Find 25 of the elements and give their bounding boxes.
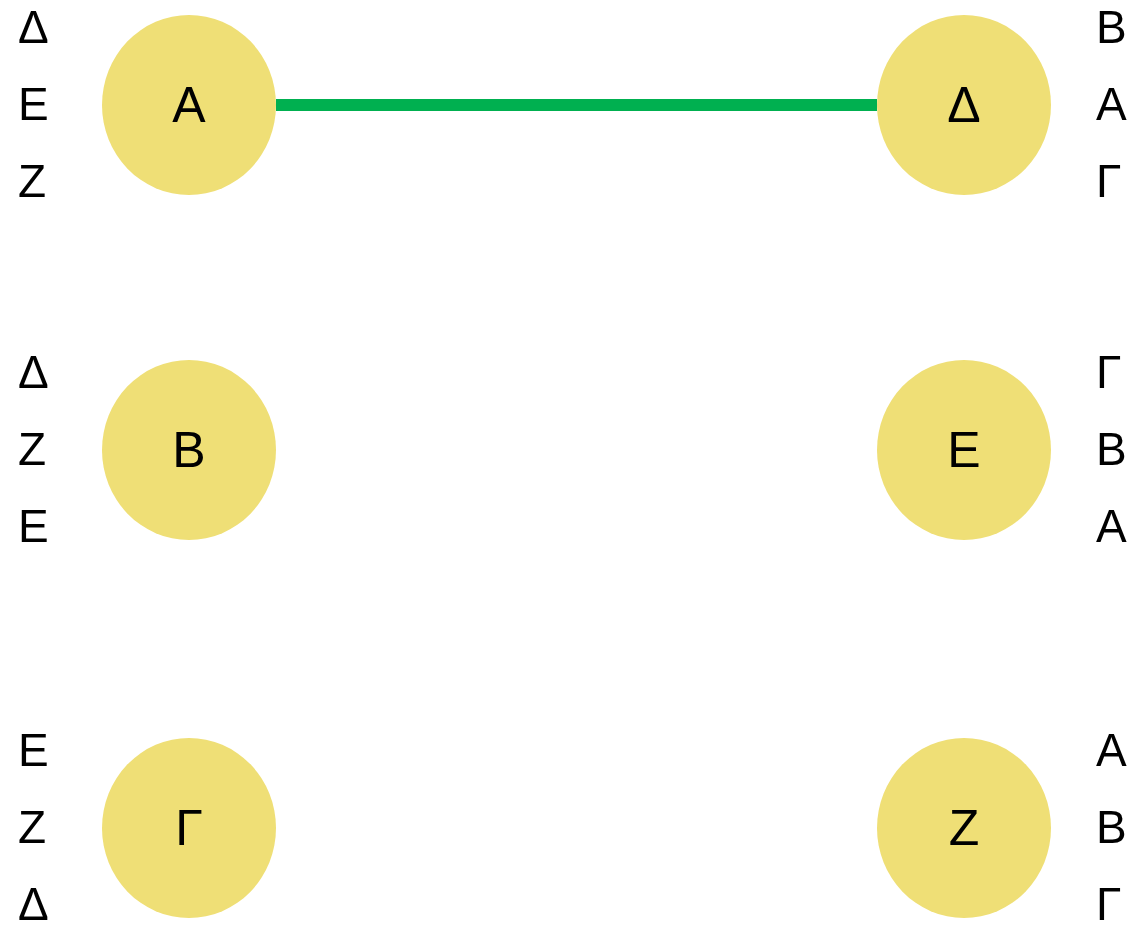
preference-label: Ε [18, 81, 49, 127]
preference-label: Β [1096, 804, 1127, 850]
preference-label: Δ [18, 4, 49, 50]
node-label: Ε [947, 425, 981, 475]
preference-label: Β [1096, 426, 1127, 472]
preference-label: Γ [1096, 881, 1122, 927]
preference-label: Α [1096, 81, 1127, 127]
preference-label: Α [1096, 503, 1127, 549]
preference-label: Ε [18, 727, 49, 773]
preference-label: Δ [18, 349, 49, 395]
preference-label: Ζ [18, 804, 47, 850]
node-label: Ζ [948, 803, 980, 853]
preference-label: Ζ [18, 426, 47, 472]
preference-label: Ε [18, 503, 49, 549]
connector-line [276, 99, 877, 111]
preference-label: Γ [1096, 349, 1122, 395]
preference-label: Β [1096, 4, 1127, 50]
preference-label: Γ [1096, 158, 1122, 204]
preference-label: Ζ [18, 158, 47, 204]
node-label: Β [172, 425, 206, 475]
preference-label: Α [1096, 727, 1127, 773]
preference-label: Δ [18, 881, 49, 927]
node-label: Δ [947, 80, 981, 130]
node-label: Γ [175, 803, 203, 853]
node-label: Α [172, 80, 206, 130]
